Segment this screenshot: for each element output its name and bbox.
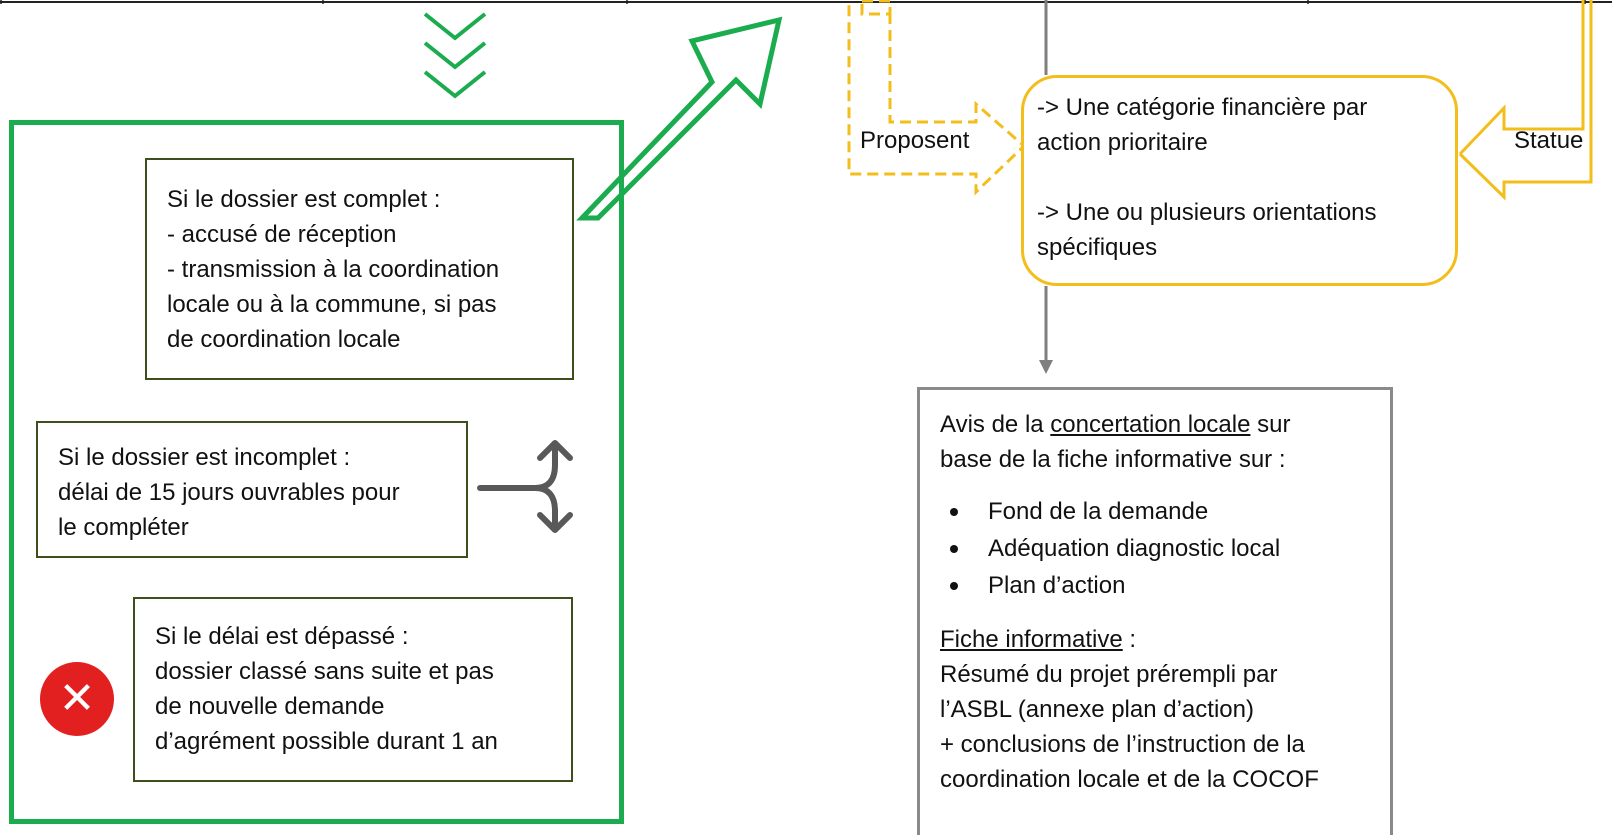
expired-deadline-box: Si le délai est dépassé : dossier classé… [133,597,573,782]
list-item: Fond de la demande [940,493,1390,530]
financial-category-box: -> Une catégorie financière par action p… [1021,75,1458,286]
spacer [1037,160,1443,195]
complete-line: de coordination locale [167,326,401,353]
top-table-border [0,0,1612,4]
intro-prefix: Avis de la [940,411,1051,438]
expired-line: d’agrément possible durant 1 an [155,728,498,755]
incomplete-line: Si le dossier est incomplet : [58,444,351,471]
admissibility-panel [9,120,624,824]
expired-line: de nouvelle demande [155,693,385,720]
complete-line: - accusé de réception [167,221,397,248]
list-item: Adéquation diagnostic local [940,530,1390,567]
fiche-line: l’ASBL (annexe plan d’action) [940,696,1254,723]
close-circle-icon: ✕ [40,662,114,736]
grey-connector [1039,0,1053,374]
intro-suffix: sur [1250,411,1291,438]
dashed-yellow-arrow [847,0,1027,196]
split-arrow-icon [477,440,573,533]
fiche-colon: : [1122,626,1137,653]
list-item: Plan d’action [940,567,1390,604]
concertation-locale-box: Avis de la concertation locale sur base … [917,387,1393,835]
yellow-line: spécifiques [1037,234,1158,261]
complete-line: - transmission à la coordination [167,256,500,283]
expired-line: Si le délai est dépassé : [155,623,409,650]
complete-line: locale ou à la commune, si pas [167,291,497,318]
concertation-intro: Avis de la concertation locale sur [940,407,1390,442]
incomplete-line: le compléter [58,514,189,541]
triple-chevron-down-icon [423,12,487,99]
fiche-line: + conclusions de l’instruction de la [940,731,1305,758]
incomplete-line: délai de 15 jours ouvrables pour [58,479,400,506]
fiche-informative-link: Fiche informative [940,626,1123,653]
proposent-label: Proposent [860,127,970,154]
incomplete-dossier-box: Si le dossier est incomplet : délai de 1… [36,421,468,558]
fiche-line: Résumé du projet prérempli par [940,661,1278,688]
fiche-line: coordination locale et de la COCOF [940,766,1319,793]
concertation-intro-line2: base de la fiche informative sur : [940,446,1286,473]
expired-line: dossier classé sans suite et pas [155,658,494,685]
yellow-line: action prioritaire [1037,129,1208,156]
statue-label: Statue [1514,127,1584,154]
solid-yellow-arrow [1458,0,1593,201]
criteria-list: Fond de la demande Adéquation diagnostic… [940,493,1390,604]
complete-dossier-box: Si le dossier est complet : - accusé de … [145,158,574,380]
complete-line: Si le dossier est complet : [167,186,441,213]
yellow-line: -> Une catégorie financière par [1037,94,1368,121]
concertation-locale-link: concertation locale [1050,411,1251,438]
fiche-heading: Fiche informative : [940,622,1390,657]
yellow-line: -> Une ou plusieurs orientations [1037,199,1377,226]
